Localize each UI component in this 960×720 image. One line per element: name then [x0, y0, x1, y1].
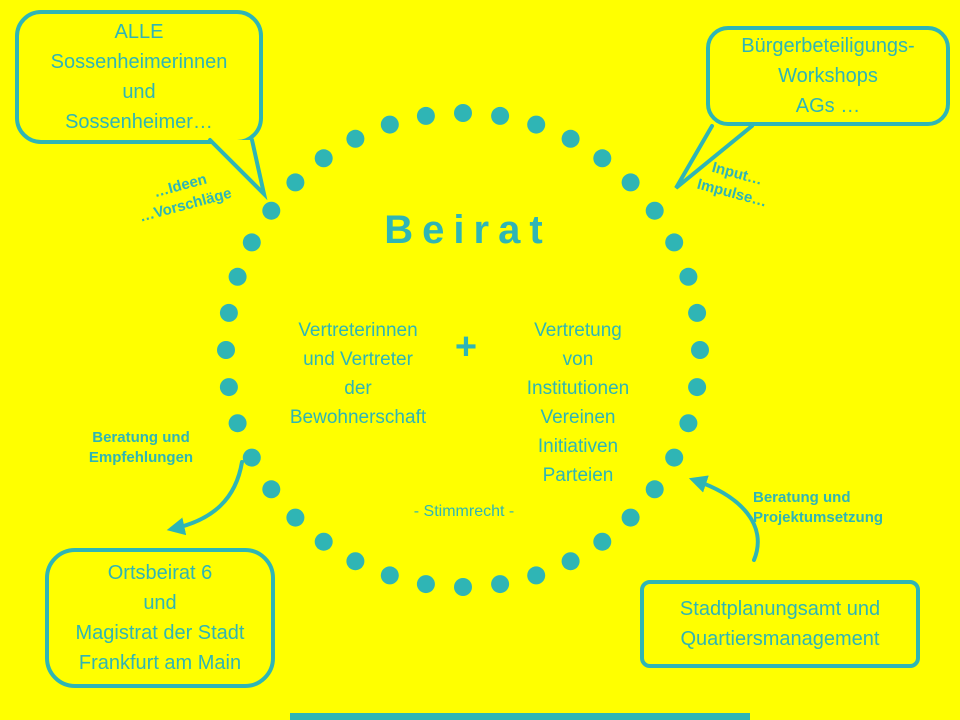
flow-label-ideas: …Ideen …Vorschläge: [137, 170, 234, 226]
members-institutions-list: Vertretung von Institutionen Vereinen In…: [526, 320, 630, 486]
callout-residents: ALLE Sossenheimerinnen und Sossenheimer…: [15, 10, 263, 144]
flow-label-advice-left: Beratung und Empfehlungen: [88, 429, 194, 466]
advice-arrow-left: [166, 460, 244, 536]
callout-ortsbeirat: Ortsbeirat 6 und Magistrat der Stadt Fra…: [45, 548, 275, 688]
callout-stadtplanungsamt: Stadtplanungsamt und Quartiersmanagement: [640, 580, 920, 668]
advice-arrow-right: [688, 475, 760, 562]
bottom-divider: [290, 713, 750, 720]
voting-right-note: - Stimmrecht -: [413, 503, 515, 520]
callout-residents-text: ALLE Sossenheimerinnen und Sossenheimer…: [50, 21, 228, 133]
callout-workshops-text: Bürgerbeteiligungs- Workshops AGs …: [741, 35, 915, 117]
callout-stadtplanungsamt-text: Stadtplanungsamt und Quartiersmanagement: [679, 598, 881, 650]
callout-ortsbeirat-text: Ortsbeirat 6 und Magistrat der Stadt Fra…: [75, 562, 245, 674]
flow-label-advice-right: Beratung und Projektumsetzung: [753, 489, 884, 526]
callout-workshops: Bürgerbeteiligungs- Workshops AGs …: [706, 26, 950, 126]
flow-label-input: Input… Impulse…: [695, 158, 769, 211]
members-residents-list: Vertreterinnen und Vertreter der Bewohne…: [289, 320, 427, 428]
diagram-title: Beirat: [384, 208, 552, 252]
plus-sign: +: [454, 326, 478, 368]
